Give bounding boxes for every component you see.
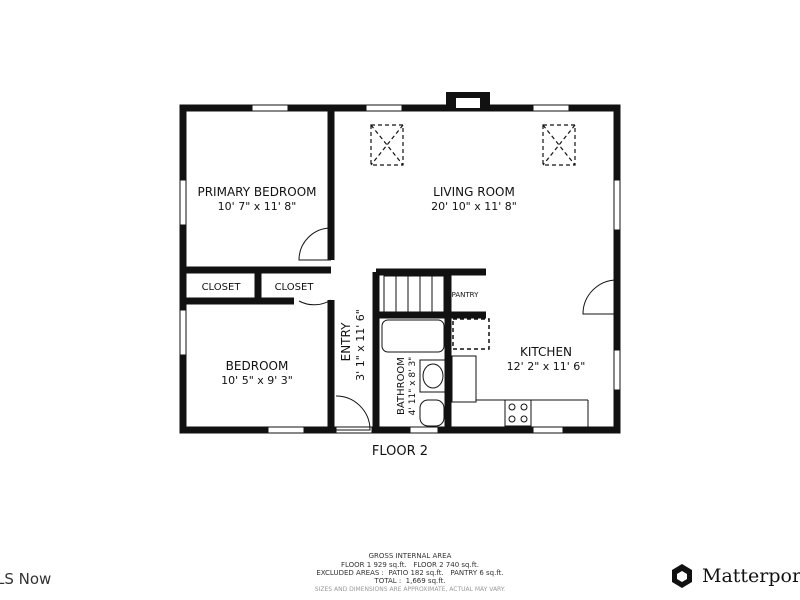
room-size-bathroom: 4' 11" x 8' 3" [408,357,418,416]
matterport-icon [672,564,692,588]
doors [298,227,618,431]
area-excluded: EXCLUDED AREAS : PATIO 182 sq.ft. PANTRY… [316,569,504,577]
stairs [383,275,445,313]
room-name-bedroom: BEDROOM [226,359,289,373]
floor-label: FLOOR 2 [372,444,428,459]
fixtures [381,319,589,427]
closet-label-2: CLOSET [275,282,315,293]
pantry-label: PANTRY [452,291,479,299]
closet-label-1: CLOSET [202,282,242,293]
area-disclaimer: SIZES AND DIMENSIONS ARE APPROXIMATE, AC… [314,586,506,593]
matterport-text: Matterport [702,565,800,587]
area-floors: FLOOR 1 929 sq.ft. FLOOR 2 740 sq.ft. [340,561,480,569]
room-size-living-room: 20' 10" x 11' 8" [431,200,517,213]
skylights [370,124,576,350]
matterport-logo: Matterport [668,562,800,590]
room-size-bedroom: 10' 5" x 9' 3" [221,374,293,387]
room-name-living-room: LIVING ROOM [433,185,515,199]
room-name-entry: ENTRY [339,322,353,361]
room-name-primary-bedroom: PRIMARY BEDROOM [197,185,316,199]
area-title: GROSS INTERNAL AREA [368,552,452,560]
room-size-kitchen: 12' 2" x 11' 6" [507,360,586,373]
room-name-bathroom: BATHROOM [396,357,407,415]
room-name-kitchen: KITCHEN [520,345,572,359]
room-size-primary-bedroom: 10' 7" x 11' 8" [218,200,297,213]
room-size-entry: 3' 1" x 11' 6" [354,309,367,381]
area-total: TOTAL : 1,669 sq.ft. [374,577,446,585]
mls-logo-text: LS Now [0,570,52,588]
